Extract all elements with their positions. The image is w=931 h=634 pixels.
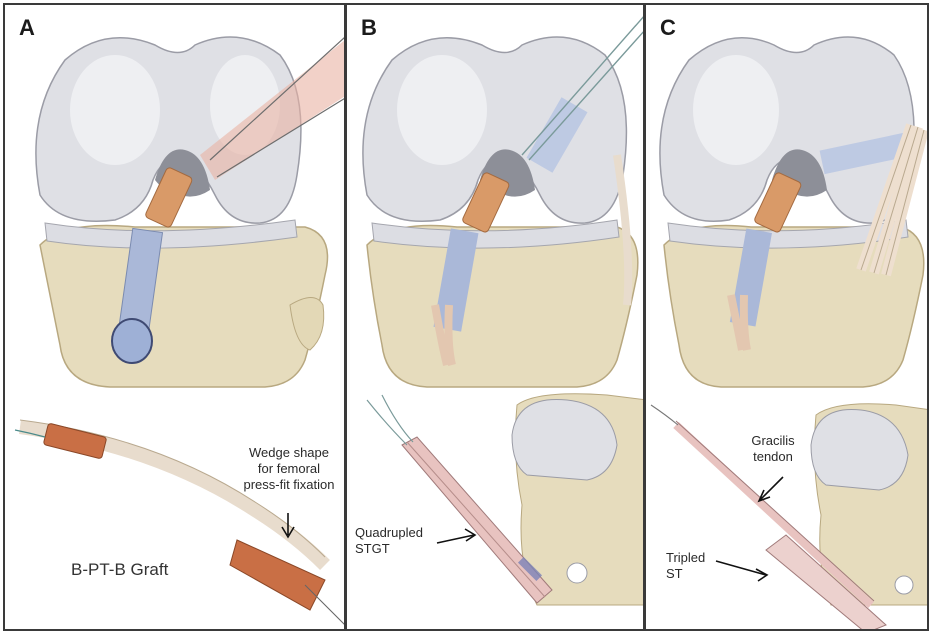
tripled-annotation: Tripled ST [666, 550, 736, 582]
wedge-annotation: Wedge shape for femoral press-fit fixati… [233, 445, 345, 493]
panel-c: C Gracilis tendon Tripled ST [644, 3, 929, 631]
quadrupled-annotation: Quadrupled STGT [355, 525, 445, 557]
inset-hole [895, 576, 913, 594]
panel-a-illustration [5, 5, 346, 631]
tibia [367, 225, 638, 387]
panel-b: B Quadrupled STGT [345, 3, 645, 631]
gracilis-annotation: Gracilis tendon [738, 433, 808, 465]
femur-highlight [693, 55, 779, 165]
panel-a: A Wedge shape for femoral press-fit fixa… [3, 3, 346, 631]
tibial-tunnel [112, 319, 152, 363]
inset-hole [567, 563, 587, 583]
femur-highlight [397, 55, 487, 165]
panel-letter: B [361, 15, 377, 41]
femur-highlight [70, 55, 160, 165]
panel-letter: A [19, 15, 35, 41]
suture [367, 400, 407, 445]
graft-bone-plug [43, 423, 107, 459]
suture [651, 405, 678, 425]
arrow [759, 477, 783, 501]
graft-title: B-PT-B Graft [71, 560, 168, 580]
tibia [40, 225, 328, 387]
panel-letter: C [660, 15, 676, 41]
panel-c-illustration [646, 5, 929, 631]
